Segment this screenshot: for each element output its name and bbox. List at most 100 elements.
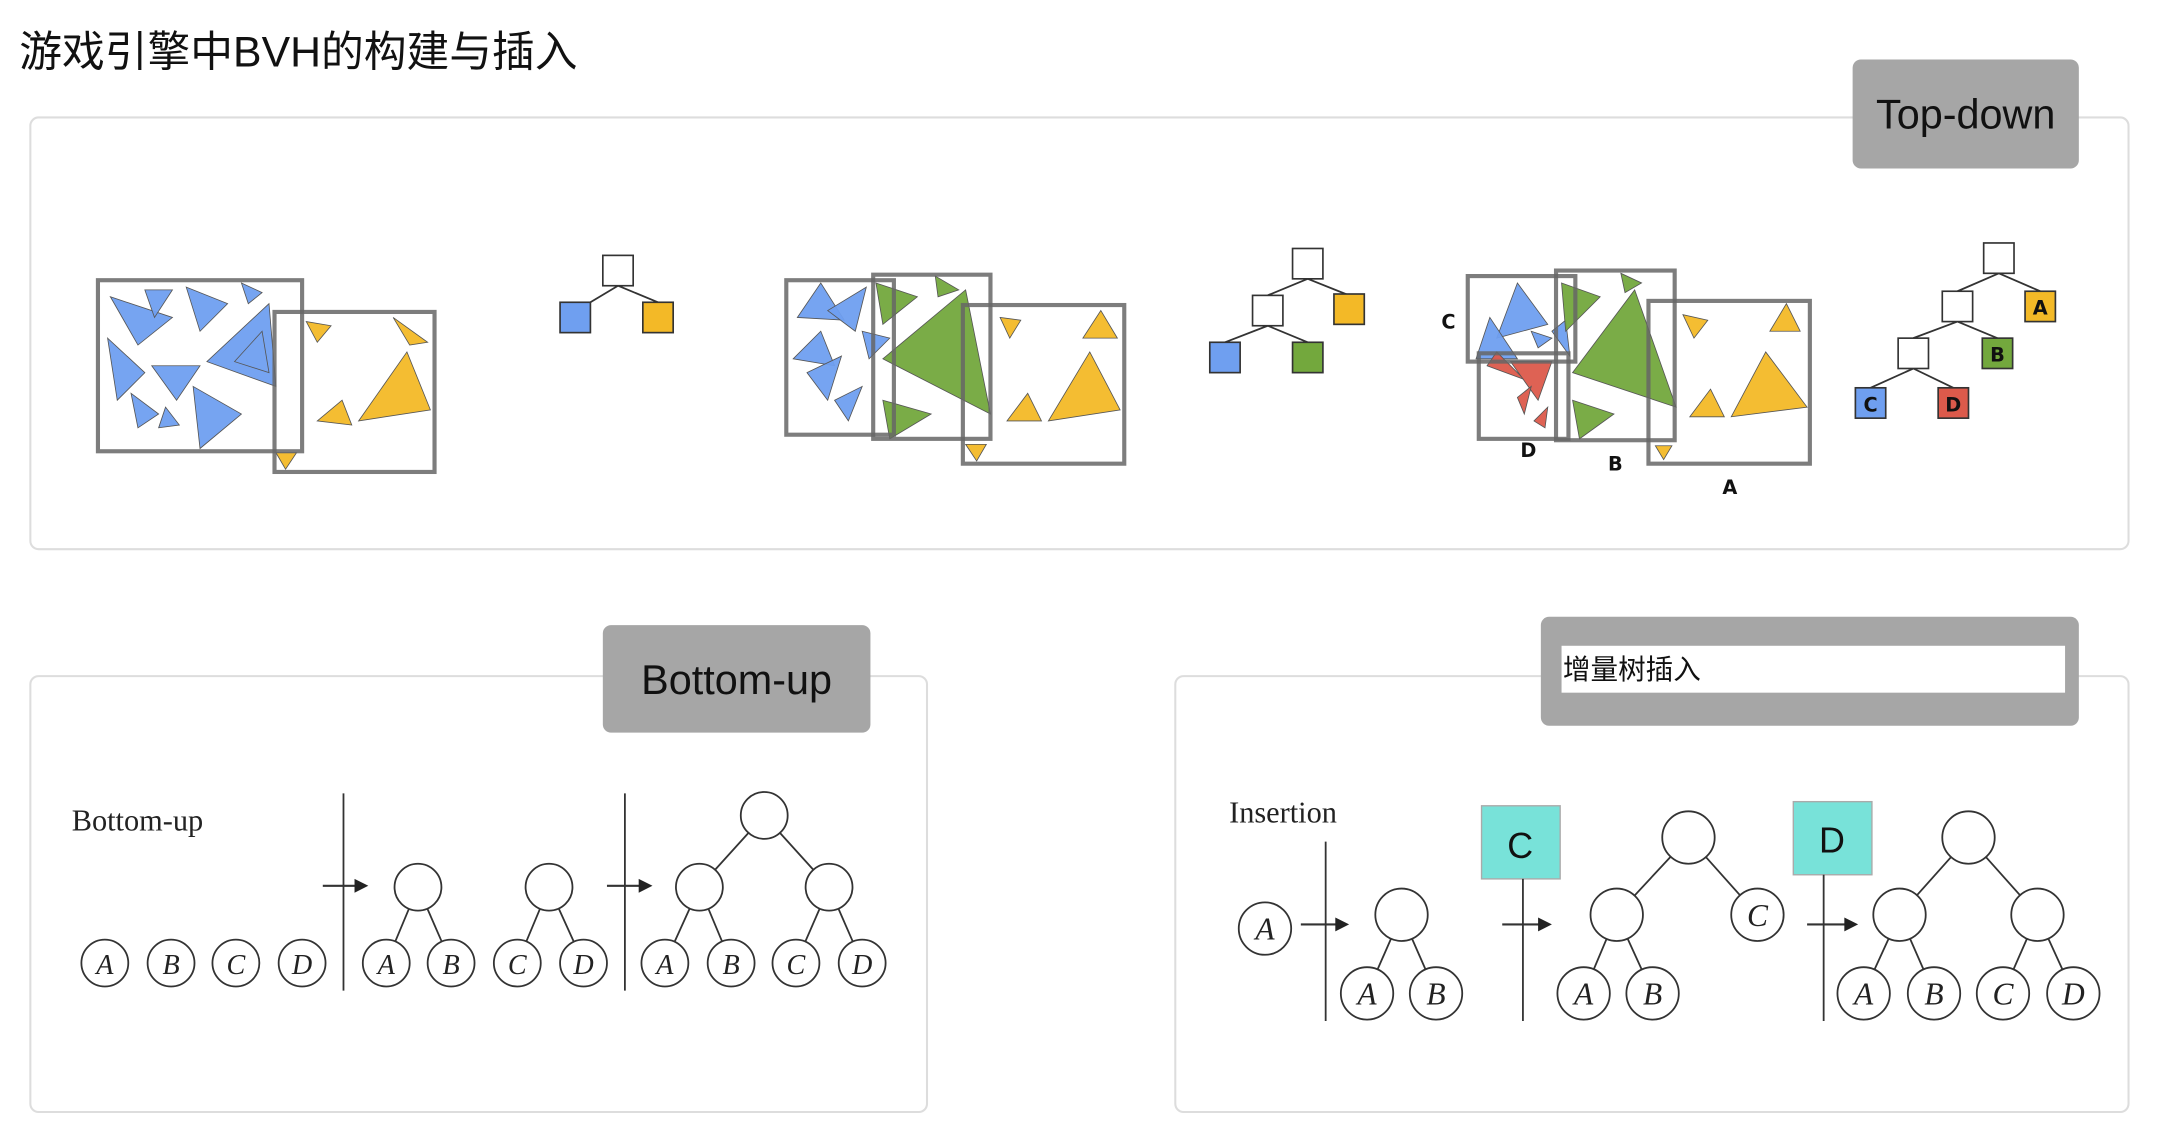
leaf-node xyxy=(1730,887,1785,942)
tree-edge xyxy=(617,284,659,304)
tree-edge xyxy=(557,908,575,943)
leaf-label: D xyxy=(2061,976,2085,1011)
tree-leaf-yellow xyxy=(642,301,675,334)
triangle xyxy=(316,399,353,426)
leaf-label: A xyxy=(1572,976,1594,1011)
tree-edge xyxy=(837,908,854,942)
triangle xyxy=(1654,445,1673,461)
leaf-label: A xyxy=(376,950,396,981)
triangle xyxy=(1730,351,1808,418)
tree-leaf-c xyxy=(1854,386,1887,419)
leaf-label: D xyxy=(851,950,872,981)
leaf-node xyxy=(80,938,130,988)
triangle xyxy=(1082,309,1119,339)
tree-edge xyxy=(1957,272,2000,293)
tree-node xyxy=(1872,887,1927,942)
bottom-up-panel xyxy=(29,675,929,1114)
triangle xyxy=(1572,399,1615,440)
leaf-label: C xyxy=(787,950,807,981)
triangle xyxy=(192,385,243,450)
triangle xyxy=(792,330,836,367)
leaf-label: B xyxy=(723,950,740,981)
leaf-node xyxy=(771,938,821,988)
insert-c-box xyxy=(1480,805,1561,880)
insertion-label-field xyxy=(1561,645,2066,693)
leaf-label: C xyxy=(508,950,528,981)
tree-edge xyxy=(2012,938,2028,970)
region-label-a: A xyxy=(1722,476,1737,499)
triangle xyxy=(1516,385,1532,416)
leaf-label: A xyxy=(1253,912,1275,947)
region-label-b: B xyxy=(1608,453,1623,476)
triangle xyxy=(107,337,146,402)
leaf-node xyxy=(492,938,542,988)
bounding-box xyxy=(95,278,305,454)
insertion-label: 增量树插入 xyxy=(1563,654,1701,685)
tree-node xyxy=(393,862,443,912)
leaf-node xyxy=(640,938,690,988)
leaf-label: D xyxy=(291,950,312,981)
tree-node xyxy=(1589,887,1644,942)
arrow-head xyxy=(1538,917,1552,932)
triangle xyxy=(999,316,1022,340)
leaf-node xyxy=(2046,966,2101,1021)
triangle xyxy=(1047,351,1121,422)
tree-edge xyxy=(394,908,410,942)
bottom-up-label: Bottom-up xyxy=(641,657,832,703)
insertion-panel xyxy=(1174,675,2130,1114)
leaf-label: D xyxy=(572,950,593,981)
triangle xyxy=(1006,392,1043,422)
tree-node xyxy=(2010,887,2065,942)
arrow-head xyxy=(638,878,653,893)
triangle xyxy=(964,443,988,462)
triangle xyxy=(1561,282,1601,333)
bounding-box-blue xyxy=(784,278,896,437)
insertion-figure-title: Insertion xyxy=(1229,795,1337,829)
triangle xyxy=(861,330,891,360)
triangle xyxy=(357,351,431,422)
tree-leaf-green xyxy=(1291,341,1324,374)
leaf-label: C xyxy=(1992,976,2014,1011)
leaf-label: B xyxy=(1924,976,1943,1011)
leaf-node xyxy=(426,938,476,988)
tree-edge xyxy=(1633,856,1672,897)
leaf-node xyxy=(1408,966,1464,1021)
triangle xyxy=(833,385,863,422)
triangle xyxy=(206,302,277,388)
tree-edge xyxy=(1873,938,1890,970)
tree-node xyxy=(804,862,854,912)
bounding-box-b xyxy=(1553,268,1677,443)
triangle xyxy=(392,317,429,346)
tree-edge xyxy=(525,908,541,942)
leaf-label: A xyxy=(1852,976,1874,1011)
tree-edge xyxy=(779,832,814,871)
slide-title: 游戏引擎中BVH的构建与插入 xyxy=(19,28,577,76)
insert-c-label: C xyxy=(1507,826,1533,866)
leaf-node xyxy=(277,938,327,988)
tree-edge xyxy=(804,908,821,942)
tree-leaf-b xyxy=(1981,337,2014,370)
triangle xyxy=(1496,282,1549,339)
leaf-label: B xyxy=(1643,976,1662,1011)
leaf-node xyxy=(211,938,261,988)
triangle xyxy=(826,286,867,332)
tree-edge xyxy=(1957,320,1998,339)
leaf-node xyxy=(1625,966,1680,1021)
tree-edge xyxy=(1705,856,1741,896)
leaf-node xyxy=(837,938,887,988)
tree-edge xyxy=(1912,367,1954,389)
triangle xyxy=(305,321,332,344)
leaf-node xyxy=(1237,901,1293,956)
leaf-label: C xyxy=(1747,898,1769,933)
bounding-box xyxy=(272,309,437,475)
tree-edge xyxy=(1998,272,2041,293)
arrow-head xyxy=(354,878,369,893)
leaf-label: A xyxy=(654,950,674,981)
tree-edge xyxy=(1376,938,1392,970)
tree-edge xyxy=(1913,320,1958,339)
triangle xyxy=(144,289,174,319)
tree-leaf-blue xyxy=(1208,341,1241,374)
tree-edge xyxy=(1626,938,1643,970)
region-label-c: C xyxy=(1441,310,1455,333)
tree-node xyxy=(1941,290,1974,323)
